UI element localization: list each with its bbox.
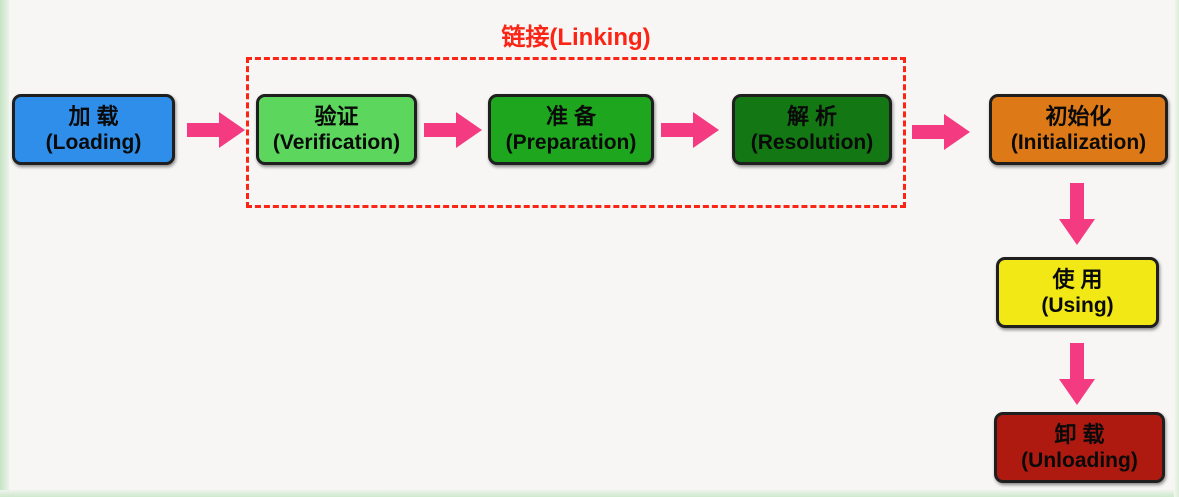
arrow-body: [424, 123, 456, 137]
stage-label-en: (Verification): [272, 131, 401, 154]
left-edge-strip: [0, 0, 9, 497]
stage-label-zh: 初始化: [1045, 104, 1112, 129]
linking-group-outline: [246, 57, 906, 208]
bottom-edge-strip: [0, 490, 1179, 497]
stage-label-zh: 使 用: [1052, 267, 1103, 292]
stage-box-unloading: 卸 载 (Unloading): [994, 412, 1165, 483]
arrow-right-icon: [661, 112, 719, 148]
stage-label-en: (Loading): [45, 131, 142, 154]
arrow-head: [944, 114, 970, 150]
stage-label-zh: 加 载: [68, 104, 119, 129]
arrow-head: [1059, 379, 1095, 405]
stage-label-zh: 卸 载: [1054, 422, 1105, 447]
arrow-head: [693, 112, 719, 148]
stage-box-loading: 加 载 (Loading): [12, 94, 175, 165]
arrow-body: [912, 125, 944, 139]
arrow-down-icon: [1059, 343, 1095, 405]
stage-label-en: (Initialization): [1010, 131, 1147, 154]
stage-label-en: (Resolution): [750, 131, 874, 154]
arrow-right-icon: [912, 114, 970, 150]
arrow-head: [456, 112, 482, 148]
arrow-body: [661, 123, 693, 137]
stage-box-verification: 验证 (Verification): [256, 94, 417, 165]
stage-box-initialization: 初始化 (Initialization): [989, 94, 1168, 165]
arrow-down-icon: [1059, 183, 1095, 245]
arrow-right-icon: [187, 112, 245, 148]
stage-label-zh: 验证: [314, 104, 359, 129]
arrow-head: [219, 112, 245, 148]
stage-label-en: (Unloading): [1021, 449, 1138, 472]
stage-label-zh: 准 备: [545, 104, 597, 129]
arrow-body: [1070, 343, 1084, 379]
stage-box-preparation: 准 备 (Preparation): [488, 94, 654, 165]
linking-group-title: 链接(Linking): [501, 24, 651, 51]
right-edge-strip: [1174, 0, 1179, 497]
arrow-body: [1070, 183, 1084, 219]
arrow-right-icon: [424, 112, 482, 148]
arrow-head: [1059, 219, 1095, 245]
stage-box-using: 使 用 (Using): [996, 257, 1159, 328]
arrow-body: [187, 123, 219, 137]
stage-box-resolution: 解 析 (Resolution): [732, 94, 892, 165]
stage-label-en: (Preparation): [505, 131, 637, 154]
stage-label-en: (Using): [1041, 294, 1114, 317]
stage-label-zh: 解 析: [786, 104, 838, 129]
